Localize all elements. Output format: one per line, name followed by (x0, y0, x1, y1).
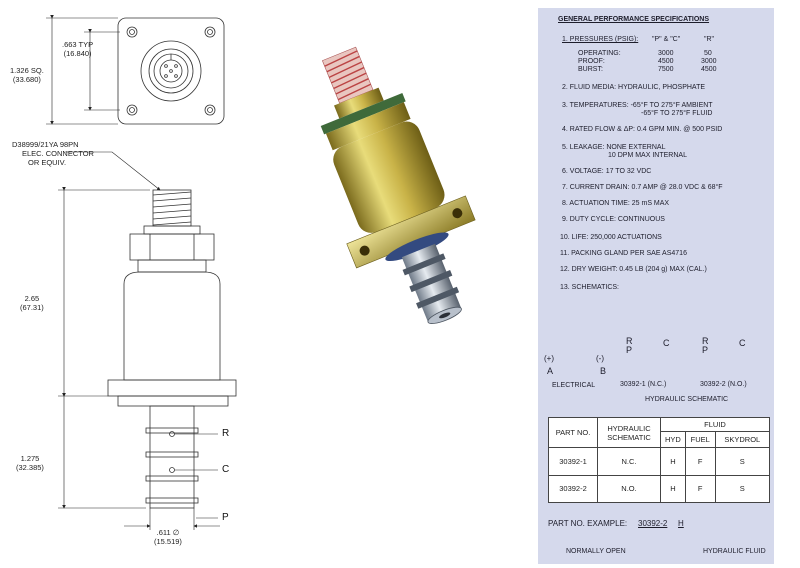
stem-dimension-mm: (32.385) (16, 463, 44, 472)
nc-c-label: C (663, 338, 670, 348)
terminal-b-label: B (600, 366, 607, 376)
spec-item-voltage: 6. VOLTAGE: 17 TO 32 VDC (562, 168, 652, 175)
part-example-code: 30392-2 (638, 519, 668, 528)
cell-part: 30392-1 (548, 447, 598, 476)
top-view (117, 17, 225, 125)
port-r-label: R (222, 428, 230, 439)
pressure-row-pc: 7500 (658, 66, 674, 73)
connector-note: D38999/21YA 98PN ELEC. CONNECTOR OR EQUI… (12, 140, 94, 167)
pressure-row-pc: 3000 (658, 50, 674, 57)
length-dimension-in: 2.65 (24, 294, 40, 303)
pressures-label: 1. PRESSURES (PSIG): (562, 36, 639, 43)
nc-valve-label: 30392-1 (N.C.) (620, 381, 667, 388)
cell-fuel: F (684, 474, 716, 503)
cell-schematic: N.O. (597, 474, 661, 503)
pressure-row-pc: 4500 (658, 58, 674, 65)
diameter-dimension-mm: (15.519) (154, 537, 182, 546)
cell-skydrol: S (714, 447, 771, 476)
cell-schematic: N.C. (597, 447, 661, 476)
table-row: 30392-1 N.C. H F S (548, 447, 771, 476)
spec-item-packing-gland: 11. PACKING GLAND PER SAE AS4716 (560, 250, 687, 257)
valve-3d-render (320, 46, 476, 324)
spec-item-duty-cycle: 9. DUTY CYCLE: CONTINUOUS (562, 216, 665, 223)
pressure-row-r: 50 (704, 50, 712, 57)
side-view (107, 189, 237, 509)
pressure-row-name: BURST: (578, 66, 603, 73)
part-example-suffix: H (678, 519, 684, 528)
length-dimension: 2.65 (67.31) (20, 294, 44, 312)
normally-open-label: NORMALLY OPEN (566, 548, 626, 555)
cell-fuel: F (684, 447, 716, 476)
plus-terminal-label: (+) (544, 354, 554, 363)
part-example-label: PART NO. EXAMPLE: (548, 519, 628, 528)
spec-item-temperatures-fluid: -65°F TO 275°F FLUID (641, 110, 713, 117)
spec-item-current-drain: 7. CURRENT DRAIN: 0.7 AMP @ 28.0 VDC & 6… (562, 184, 723, 191)
header-hyd: HYD (660, 431, 686, 448)
square-dimension-mm: (33.680) (12, 75, 41, 84)
spec-item-fluid-media: 2. FLUID MEDIA: HYDRAULIC, PHOSPHATE (562, 84, 706, 91)
nc-r-label: R (626, 336, 633, 346)
pressures-col-r: "R" (704, 36, 715, 43)
spec-item-temperatures: 3. TEMPERATURES: -65°F TO 275°F AMBIENT (562, 102, 713, 109)
pressures-col-pc: "P" & "C" (652, 36, 681, 43)
electrical-label: ELECTRICAL (552, 382, 596, 389)
hydraulic-fluid-label: HYDRAULIC FLUID (703, 548, 766, 555)
pressure-row-name: PROOF: (578, 58, 605, 65)
cell-skydrol: S (714, 474, 771, 503)
minus-terminal-label: (-) (596, 354, 604, 363)
spec-item-dry-weight: 12. DRY WEIGHT: 0.45 LB (204 g) MAX (CAL… (560, 266, 707, 273)
square-dimension-in: 1.326 SQ. (10, 66, 44, 75)
typ-dimension-mm: (16.840) (63, 49, 92, 58)
parts-table: PART NO. HYDRAULIC SCHEMATIC FLUID HYD F… (548, 417, 771, 503)
header-fuel: FUEL (684, 431, 716, 448)
spec-item-leakage: 5. LEAKAGE: NONE EXTERNAL (562, 144, 666, 151)
no-c-label: C (739, 338, 746, 348)
square-dimension: 1.326 SQ. (33.680) (10, 66, 44, 84)
pressure-row-r: 3000 (701, 58, 717, 65)
diameter-dimension: .611 ∅ (15.519) (154, 528, 182, 546)
no-r-label: R (702, 336, 709, 346)
diameter-dimension-in: .611 ∅ (156, 528, 180, 537)
cell-hyd: H (660, 474, 686, 503)
port-p-label: P (222, 512, 229, 523)
no-valve-label: 30392-2 (N.O.) (700, 381, 747, 388)
pressure-row-name: OPERATING: (578, 50, 621, 57)
spec-item-schematics: 13. SCHEMATICS: (560, 284, 619, 291)
cell-hyd: H (660, 447, 686, 476)
port-c-label: C (222, 464, 230, 475)
typ-dimension: .663 TYP (16.840) (62, 40, 93, 58)
hydraulic-schematic-caption: HYDRAULIC SCHEMATIC (645, 396, 729, 403)
length-dimension-mm: (67.31) (20, 303, 44, 312)
header-hydraulic-schematic: HYDRAULIC SCHEMATIC (597, 417, 661, 448)
spec-item-leakage-internal: 10 DPM MAX INTERNAL (608, 152, 687, 159)
header-part-no: PART NO. (548, 417, 598, 448)
spec-title: GENERAL PERFORMANCE SPECIFICATIONS (558, 16, 710, 23)
cell-part: 30392-2 (548, 474, 598, 503)
nc-p-label: P (626, 345, 633, 355)
no-p-label: P (702, 345, 709, 355)
stem-dimension-in: 1.275 (20, 454, 40, 463)
typ-dimension-in: .663 TYP (62, 40, 94, 49)
spec-item-rated-flow: 4. RATED FLOW & ΔP: 0.4 GPM MIN. @ 500 P… (562, 126, 723, 133)
spec-item-actuation-time: 8. ACTUATION TIME: 25 mS MAX (562, 200, 670, 207)
header-skydrol: SKYDROL (714, 431, 771, 448)
terminal-a-label: A (547, 366, 554, 376)
connector-note-line: D38999/21YA 98PN (12, 140, 79, 149)
connector-note-line: ELEC. CONNECTOR (22, 149, 94, 158)
table-row: 30392-2 N.O. H F S (548, 474, 771, 503)
stem-dimension: 1.275 (32.385) (16, 454, 44, 472)
pressure-row-r: 4500 (701, 66, 717, 73)
spec-item-life: 10. LIFE: 250,000 ACTUATIONS (560, 234, 662, 241)
connector-note-line: OR EQUIV. (28, 158, 67, 167)
header-fluid: FLUID (660, 417, 770, 432)
